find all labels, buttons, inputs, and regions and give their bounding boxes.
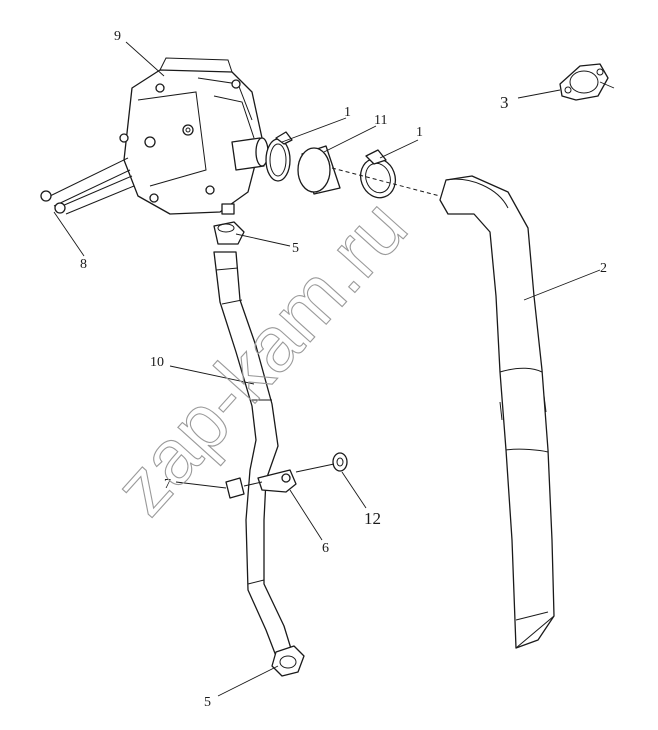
- part-3-gasket: [559, 63, 609, 101]
- part-1-clamp-left: [265, 131, 293, 182]
- part-1-clamp-right: [359, 149, 397, 199]
- part-5-fitting-top: [213, 221, 245, 245]
- callout-7: 7: [164, 477, 171, 492]
- callout-9: 9: [114, 29, 121, 44]
- callout-6: 6: [322, 541, 329, 556]
- part-9-housing: [119, 57, 269, 215]
- callout-10: 10: [150, 355, 164, 370]
- connection-line: [331, 167, 441, 197]
- part-6-bracket: [257, 469, 297, 493]
- callout-1-left: 1: [344, 105, 351, 120]
- callout-3: 3: [500, 93, 509, 112]
- part-7-bolt: [225, 477, 263, 499]
- callout-11: 11: [374, 113, 387, 128]
- callout-2: 2: [600, 261, 607, 276]
- part-12-washer: [295, 452, 348, 473]
- callout-5-top: 5: [292, 241, 299, 256]
- callout-8: 8: [80, 257, 87, 272]
- part-8-bolts: [40, 157, 135, 215]
- leader-lines: [53, 41, 615, 697]
- callout-1-right: 1: [416, 125, 423, 140]
- part-2-pipe: [439, 175, 555, 649]
- callout-5-bottom: 5: [204, 695, 211, 710]
- part-11-sleeve: [297, 145, 341, 195]
- callout-12: 12: [364, 509, 381, 528]
- callout-labels: 9 3 1 11 1 8 5 2 10 7 12 6 5: [80, 29, 607, 710]
- part-5-fitting-bottom: [271, 645, 305, 677]
